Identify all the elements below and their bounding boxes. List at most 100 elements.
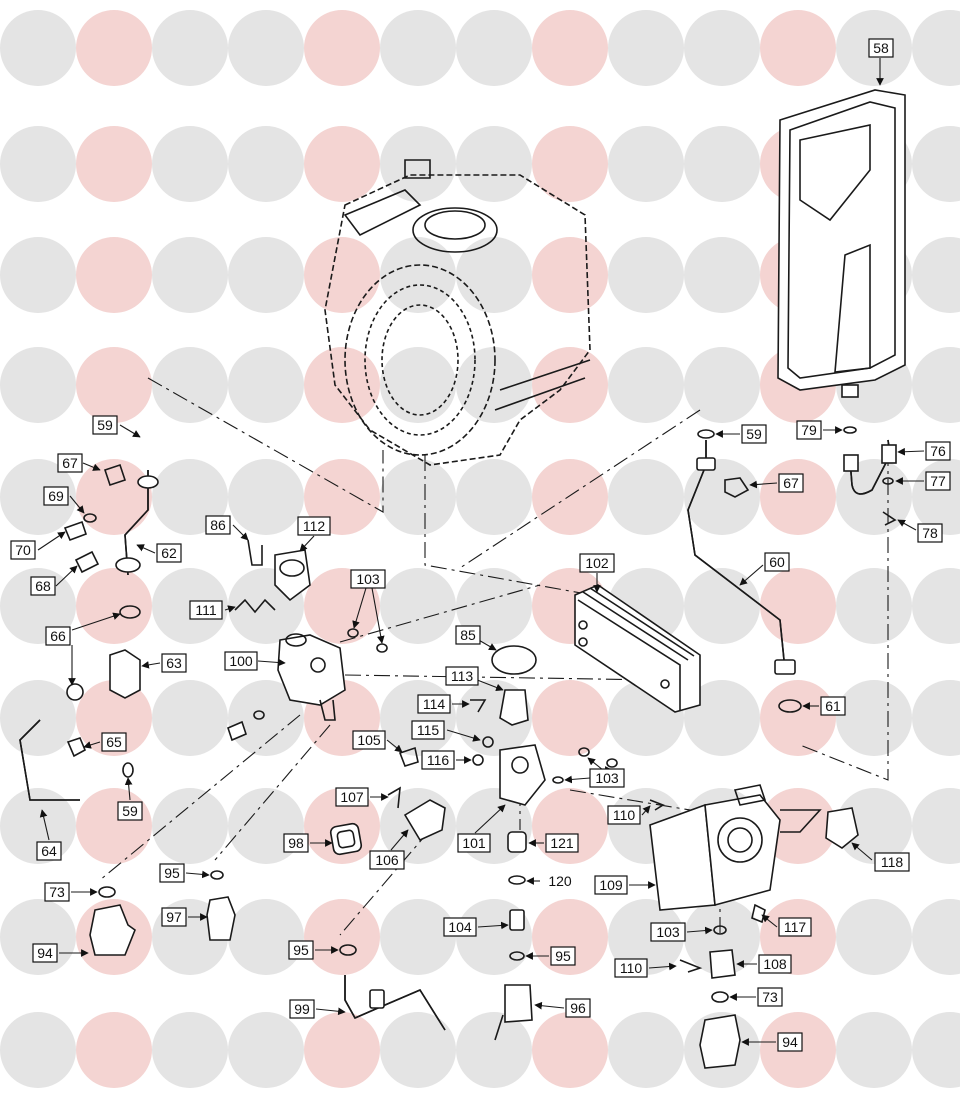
watermark-tile — [76, 126, 152, 202]
svg-text:97: 97 — [166, 909, 182, 925]
watermark-tile — [304, 347, 380, 423]
watermark-tile — [380, 126, 456, 202]
svg-text:103: 103 — [656, 924, 680, 940]
callout-97: 97 — [161, 907, 208, 927]
centre-components — [329, 746, 446, 856]
svg-text:115: 115 — [417, 722, 440, 738]
bottom-left-valves — [89, 870, 236, 956]
callout-100: 100 — [224, 651, 286, 671]
callout-114: 114 — [417, 694, 470, 714]
svg-text:58: 58 — [873, 40, 889, 56]
svg-text:94: 94 — [782, 1034, 798, 1050]
callout-70a: 70 — [10, 531, 66, 560]
watermark-tile — [228, 459, 304, 535]
watermark-tile — [304, 126, 380, 202]
callout-78: 78 — [897, 519, 943, 543]
callout-95a: 95 — [159, 863, 210, 883]
watermark-tile — [228, 680, 304, 756]
watermark-tile — [684, 347, 760, 423]
callout-120: 120 — [526, 873, 572, 889]
watermark-tile — [152, 10, 228, 86]
watermark-tile — [76, 680, 152, 756]
svg-text:107: 107 — [340, 789, 364, 805]
svg-text:111: 111 — [195, 602, 216, 618]
svg-text:101: 101 — [462, 835, 486, 851]
watermark-tile — [912, 126, 960, 202]
svg-text:100: 100 — [229, 653, 253, 669]
svg-text:77: 77 — [930, 473, 946, 489]
callout-111: 111 — [189, 600, 236, 620]
watermark-tile — [76, 568, 152, 644]
svg-text:59: 59 — [122, 803, 138, 819]
svg-text:67: 67 — [62, 455, 78, 471]
callout-95b: 95 — [525, 946, 576, 966]
svg-text:106: 106 — [375, 852, 399, 868]
callout-61: 61 — [802, 696, 846, 716]
watermark-tile — [380, 10, 456, 86]
heat-exchanger — [324, 159, 591, 466]
watermark-tile — [912, 680, 960, 756]
flexi-hose — [843, 439, 897, 526]
watermark-tile — [608, 347, 684, 423]
svg-text:69: 69 — [48, 488, 64, 504]
callout-62: 62 — [136, 543, 182, 563]
svg-text:102: 102 — [585, 555, 609, 571]
watermark-tile — [608, 459, 684, 535]
watermark-tile — [0, 126, 76, 202]
watermark-tile — [912, 568, 960, 644]
callout-101: 101 — [457, 804, 506, 853]
watermark-tile — [684, 10, 760, 86]
watermark-tile — [836, 459, 912, 535]
callout-102: 102 — [579, 553, 615, 593]
watermark-tile — [456, 126, 532, 202]
callout-94a: 94 — [32, 943, 89, 963]
watermark-tile — [152, 1012, 228, 1088]
watermark-tile — [228, 347, 304, 423]
watermark-tile — [836, 1012, 912, 1088]
callout-67b: 67 — [749, 473, 804, 493]
watermark-tile — [532, 1012, 608, 1088]
watermark-tile — [532, 347, 608, 423]
svg-text:61: 61 — [825, 698, 841, 714]
watermark-tile — [0, 10, 76, 86]
watermark-tile — [912, 899, 960, 975]
svg-text:62: 62 — [161, 545, 177, 561]
svg-text:116: 116 — [427, 752, 450, 768]
watermark-tile — [76, 1012, 152, 1088]
callout-67a: 67 — [57, 453, 101, 473]
watermark-tile — [152, 237, 228, 313]
watermark-tile — [608, 10, 684, 86]
watermark-tile — [532, 680, 608, 756]
watermark-tile — [684, 237, 760, 313]
svg-text:103: 103 — [356, 571, 380, 587]
svg-text:63: 63 — [166, 655, 182, 671]
callout-108: 108 — [736, 954, 792, 974]
svg-text:110: 110 — [613, 807, 636, 823]
watermark-tile — [380, 459, 456, 535]
svg-text:76: 76 — [930, 443, 946, 459]
watermark-tile — [76, 237, 152, 313]
pump-assembly — [649, 784, 859, 1069]
callout-103c: 103 — [650, 922, 713, 942]
callout-59a: 59 — [92, 415, 141, 438]
callout-103a: 103 — [350, 569, 386, 644]
watermark-tile — [912, 788, 960, 864]
watermark-tile — [456, 10, 532, 86]
callout-121: 121 — [528, 833, 579, 853]
watermark-tile — [608, 126, 684, 202]
callout-98: 98 — [283, 833, 333, 853]
watermark-tile — [836, 680, 912, 756]
svg-text:105: 105 — [357, 732, 381, 748]
watermark-tile — [532, 126, 608, 202]
callout-79: 79 — [796, 420, 843, 440]
svg-text:67: 67 — [783, 475, 799, 491]
callout-113: 113 — [445, 666, 504, 692]
left-pipework — [19, 463, 159, 801]
watermark-tile — [456, 1012, 532, 1088]
watermark-tile — [0, 680, 76, 756]
svg-text:59: 59 — [97, 417, 113, 433]
svg-text:109: 109 — [599, 877, 623, 893]
watermark-tile — [836, 899, 912, 975]
svg-text:73: 73 — [762, 989, 778, 1005]
